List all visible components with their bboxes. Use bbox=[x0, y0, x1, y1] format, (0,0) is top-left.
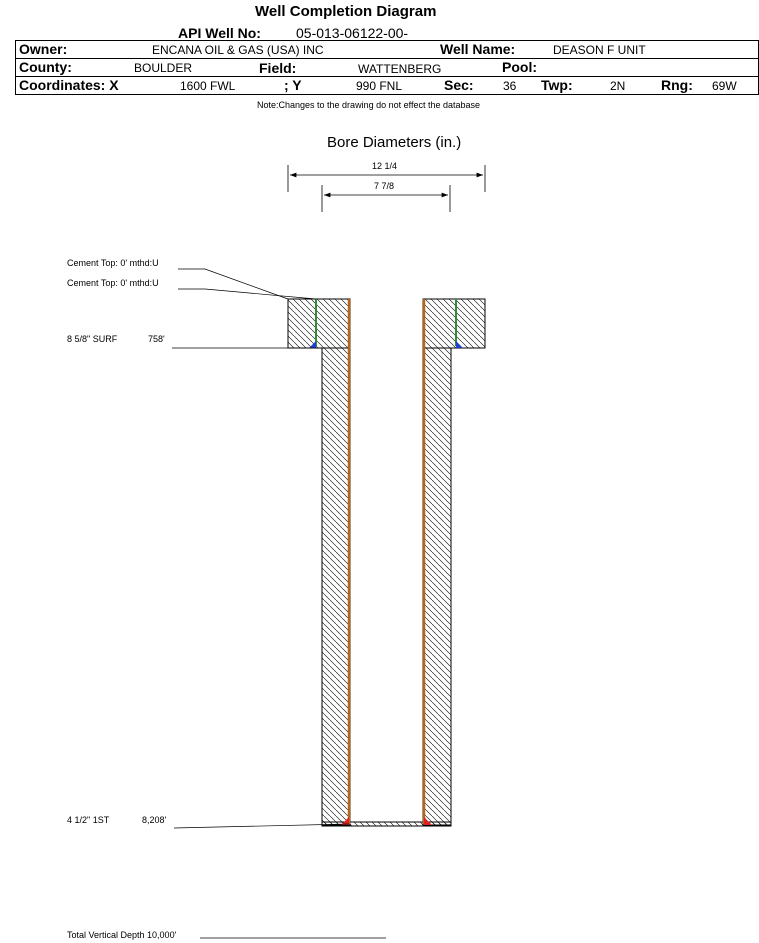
cement-top-label-2: Cement Top: 0' mthd:U bbox=[67, 278, 159, 288]
header-divider-1 bbox=[15, 58, 759, 59]
production-casing-label: 4 1/2" 1ST bbox=[67, 815, 110, 825]
well-name-label: Well Name: bbox=[440, 41, 516, 57]
surface-casing-label: 8 5/8" SURF bbox=[67, 334, 118, 344]
api-well-value: 05-013-06122-00- bbox=[296, 25, 409, 41]
production-hole-right bbox=[422, 347, 452, 826]
field-value: WATTENBERG bbox=[358, 62, 442, 76]
hole-bottom bbox=[321, 821, 452, 827]
bore-diameters-title: Bore Diameters (in.) bbox=[327, 134, 462, 151]
api-well-label: API Well No: bbox=[178, 25, 261, 41]
page-title: Well Completion Diagram bbox=[255, 3, 437, 20]
database-note: Note:Changes to the drawing do not effec… bbox=[257, 100, 480, 110]
production-hole-left bbox=[321, 347, 351, 826]
well-name-value: DEASON F UNIT bbox=[553, 43, 646, 57]
range-value: 69W bbox=[712, 79, 737, 93]
county-value: BOULDER bbox=[134, 61, 193, 75]
surface-shoe-left bbox=[309, 341, 316, 348]
township-label: Twp: bbox=[541, 77, 573, 93]
bore-inner-diameter-label: 7 7/8 bbox=[374, 181, 395, 191]
coordinates-x-value: 1600 FWL bbox=[180, 79, 236, 93]
production-casing-leader bbox=[173, 823, 350, 829]
total-depth-label: Total Vertical Depth 10,000' bbox=[67, 930, 177, 940]
header-divider-2 bbox=[15, 76, 759, 77]
township-value: 2N bbox=[610, 79, 626, 93]
header-border-bottom bbox=[15, 94, 759, 95]
pool-label: Pool: bbox=[502, 59, 537, 75]
header-border-top bbox=[15, 40, 759, 41]
surface-hole-right bbox=[422, 298, 486, 349]
bore-outer-diameter-label: 12 1/4 bbox=[372, 161, 398, 171]
coordinates-y-label: ; Y bbox=[284, 77, 302, 93]
cement-top-leader-1 bbox=[178, 268, 289, 300]
section-label: Sec: bbox=[444, 77, 474, 93]
coordinates-x-label: Coordinates: X bbox=[19, 77, 119, 93]
cement-top-leader-2 bbox=[178, 288, 317, 300]
production-casing-depth: 8,208' bbox=[142, 815, 167, 825]
section-value: 36 bbox=[503, 79, 517, 93]
cement-top-label-1: Cement Top: 0' mthd:U bbox=[67, 258, 159, 268]
range-label: Rng: bbox=[661, 77, 693, 93]
surface-casing-depth: 758' bbox=[148, 334, 165, 344]
coordinates-y-value: 990 FNL bbox=[356, 79, 403, 93]
production-shoe-right bbox=[424, 817, 432, 825]
production-shoe-left bbox=[341, 817, 349, 825]
owner-value: ENCANA OIL & GAS (USA) INC bbox=[152, 43, 324, 57]
county-label: County: bbox=[19, 59, 72, 75]
owner-label: Owner: bbox=[19, 41, 68, 57]
field-label: Field: bbox=[259, 60, 297, 76]
surface-hole-left bbox=[287, 298, 351, 349]
header-border-left bbox=[15, 40, 16, 94]
bore-inner-dimension bbox=[321, 185, 451, 212]
surface-shoe-right bbox=[456, 341, 463, 348]
bore-outer-dimension bbox=[287, 165, 486, 192]
